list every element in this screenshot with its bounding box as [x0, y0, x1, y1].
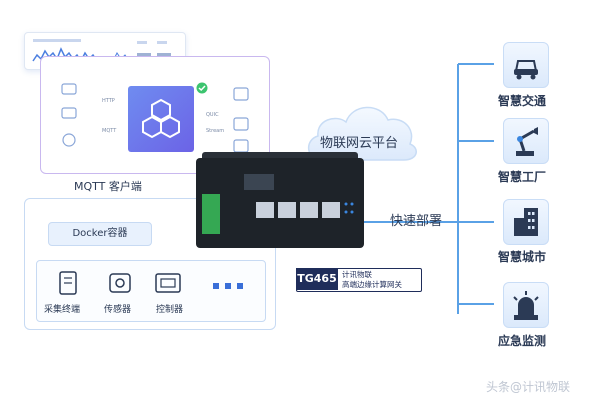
protocol-stream: Stream [206, 128, 225, 134]
app-label-traffic: 智慧交通 [498, 94, 547, 108]
protocol-quic: QUIC [206, 112, 219, 118]
check-icon [196, 82, 208, 94]
gateway-desc-2: 高端边缘计算网关 [342, 280, 402, 289]
gateway-device [196, 158, 364, 248]
car-icon [514, 60, 538, 80]
more-dots-icon [213, 283, 243, 289]
app-factory [503, 118, 549, 164]
gateway-front [202, 174, 354, 234]
app-label-factory: 智慧工厂 [498, 170, 547, 184]
app-city [503, 199, 549, 245]
sensor-icon [109, 273, 131, 293]
alarm-icon [513, 291, 539, 320]
mqtt-client-label: MQTT 客户端 [74, 180, 142, 193]
app-label-emergency: 应急监测 [498, 334, 547, 348]
app-traffic [503, 42, 549, 88]
left-device-icons [61, 83, 77, 147]
protocol-mqtt: MQTT [102, 128, 117, 134]
hexagon-cluster-icon [142, 98, 180, 139]
app-label-city: 智慧城市 [498, 250, 547, 264]
right-device-icons [233, 87, 249, 153]
watermark: 头条@计讯物联 [486, 380, 571, 394]
device-label-terminal: 采集终端 [44, 305, 81, 315]
mqtt-broker-hub [128, 86, 194, 152]
quick-deploy-label: 快速部署 [390, 214, 443, 229]
app-emergency [503, 282, 549, 328]
building-icon [514, 208, 538, 236]
protocol-http: HTTP [102, 98, 115, 104]
robot-arm-icon [516, 127, 538, 156]
gateway-desc-1: 计讯物联 [342, 270, 372, 279]
device-label-sensor: 传感器 [104, 305, 132, 315]
device-row [36, 260, 266, 322]
gateway-model: TG465 [296, 268, 338, 290]
controller-icon [155, 273, 181, 293]
docker-container-label: Docker容器 [48, 222, 152, 246]
cloud-icon [308, 106, 417, 161]
cloud-platform-label: 物联网云平台 [320, 136, 399, 151]
terminal-icon [59, 271, 77, 295]
device-label-controller: 控制器 [156, 305, 184, 315]
